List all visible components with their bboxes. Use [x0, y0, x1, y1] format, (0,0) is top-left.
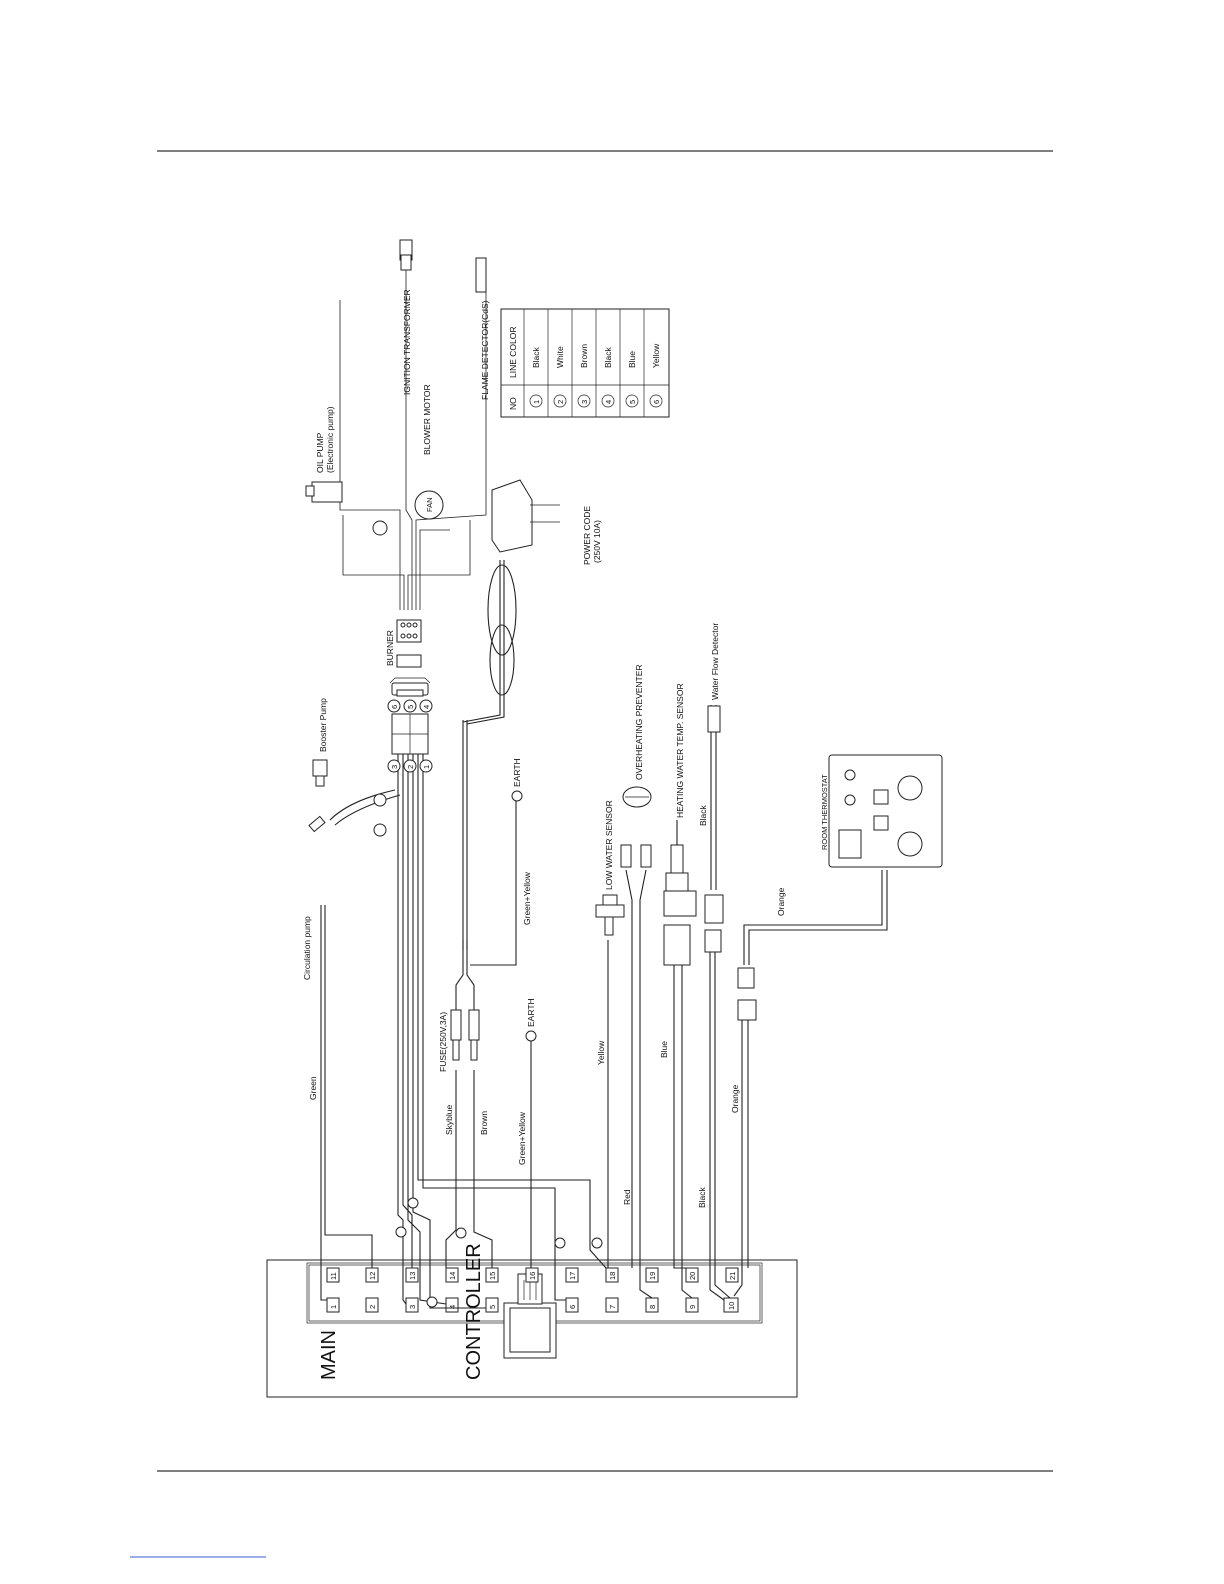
terminal-21: 21: [728, 1272, 737, 1280]
terminal-13: 13: [408, 1272, 417, 1280]
fan-label: FAN: [425, 497, 434, 512]
heating-water-temp-sensor: HEATING WATER TEMP. SENSOR: [663, 683, 697, 966]
wire-label-orange-2: Orange: [730, 1084, 740, 1113]
fuses: FUSE(250V,3A): [438, 1009, 480, 1072]
orange-connectors: [737, 967, 757, 1021]
main-controller-label-1: MAIN: [318, 1330, 340, 1380]
table-row-color: Black: [531, 346, 541, 368]
table-row-color: Black: [603, 346, 613, 368]
low-water-sensor-label: LOW WATER SENSOR: [604, 800, 614, 890]
table-row-no: 2: [556, 400, 565, 404]
terminal-14: 14: [448, 1272, 457, 1280]
low-water-sensor: LOW WATER SENSOR: [595, 800, 625, 936]
terminal-3: 3: [408, 1305, 417, 1309]
wire-label-black-2: Black: [697, 1186, 707, 1208]
overheating-preventer-label: OVERHEATING PREVENTER: [634, 664, 644, 780]
booster-pump-label: Booster Pump: [318, 698, 328, 752]
table-row-color: Blue: [627, 351, 637, 368]
oil-pump-label-1: OIL PUMP: [315, 432, 325, 473]
table-header-color: LINE COLOR: [508, 327, 518, 379]
fuse-label: FUSE(250V,3A): [438, 1012, 448, 1072]
table-row-no: 3: [580, 400, 589, 404]
ignition-transformer-label: IGNITION TRANSFORMER: [402, 289, 412, 395]
wire-label-blue: Blue: [659, 1041, 669, 1058]
main-controller-label-2: CONTROLLER: [463, 1243, 485, 1380]
booster-pump: Booster Pump: [308, 698, 328, 833]
connector-3: 3: [390, 765, 399, 769]
wire-label-black-1: Black: [698, 804, 708, 826]
connector-6: 6: [390, 705, 399, 709]
room-thermostat-label: ROOM THERMOSTAT: [820, 774, 829, 850]
wires: [320, 270, 888, 1309]
table-header-no: NO: [508, 397, 518, 410]
table-row-color: White: [555, 346, 565, 368]
terminal-row-b: 11 12 13 14 15 16 17 18 19 20 21: [326, 1267, 739, 1283]
water-flow-detector: Water Flow Detector: [704, 623, 724, 953]
main-controller: MAIN CONTROLLER: [266, 1243, 798, 1398]
terminal-4: 4: [448, 1305, 457, 1309]
booster-connector: 6 5 4 3 2 1: [387, 699, 433, 773]
table-row-no: 6: [652, 400, 661, 404]
terminal-18: 18: [608, 1272, 617, 1280]
burner-label: BURNER: [385, 630, 395, 666]
earth-1-label: EARTH: [512, 758, 522, 787]
circulation-pump-label: Circulation pump: [302, 916, 312, 980]
burner: BURNER: [385, 619, 431, 697]
earth-2-label: EARTH: [526, 998, 536, 1027]
terminal-row-a: 1 2 3 4 5 6 7 8 9 10: [326, 1297, 739, 1313]
table-row-no: 1: [532, 400, 541, 404]
table-row-no: 5: [628, 400, 637, 404]
terminal-17: 17: [568, 1272, 577, 1280]
terminal-5: 5: [488, 1305, 497, 1309]
terminal-15: 15: [488, 1272, 497, 1280]
oil-pump-label-2: (Electronic pump): [325, 406, 335, 473]
connector-4: 4: [422, 705, 431, 709]
wire-label-green: Green: [308, 1076, 318, 1100]
terminal-8: 8: [648, 1305, 657, 1309]
room-thermostat: ROOM THERMOSTAT: [820, 754, 943, 868]
terminal-16: 16: [528, 1272, 537, 1280]
wire-label-skyblue: Skyblue: [444, 1104, 454, 1135]
ignition-transformer: IGNITION TRANSFORMER: [399, 239, 413, 395]
terminal-9: 9: [688, 1305, 697, 1309]
wire-label-brown: Brown: [479, 1111, 489, 1135]
water-flow-detector-label: Water Flow Detector: [710, 623, 720, 700]
terminal-7: 7: [608, 1305, 617, 1309]
table-row-color: Brown: [579, 344, 589, 368]
flame-detector: FLAME DETECTOR(CdS): [475, 257, 490, 400]
power-code-label-1: POWER CODE: [582, 506, 592, 565]
wire-labels: Green Skyblue Brown Green+Yellow Green+Y…: [308, 804, 786, 1208]
flame-detector-label: FLAME DETECTOR(CdS): [480, 300, 490, 400]
earth-terminals: EARTH EARTH: [511, 758, 537, 1042]
wire-label-yellow: Yellow: [596, 1040, 606, 1065]
connector-5: 5: [406, 705, 415, 709]
terminal-10: 10: [727, 1302, 736, 1310]
wire-number-markers: [373, 793, 603, 1308]
line-color-table: NO LINE COLOR 1 Black 2 White 3 Brown 4 …: [500, 308, 670, 418]
table-row-color: Yellow: [651, 343, 661, 368]
table-row-no: 4: [604, 400, 613, 404]
connector-2: 2: [406, 765, 415, 769]
blower-motor-label: BLOWER MOTOR: [422, 384, 432, 455]
wire-label-green-yellow-2: Green+Yellow: [517, 1111, 527, 1165]
terminal-6: 6: [568, 1305, 577, 1309]
terminal-20: 20: [688, 1272, 697, 1280]
power-cord: POWER CODE (250V 10A): [487, 479, 602, 696]
terminal-11: 11: [329, 1272, 338, 1280]
terminal-12: 12: [368, 1272, 377, 1280]
power-code-label-2: (250V 10A): [592, 520, 602, 563]
connector-1: 1: [422, 765, 431, 769]
wire-label-green-yellow-1: Green+Yellow: [522, 871, 532, 925]
oil-pump: OIL PUMP (Electronic pump): [305, 406, 388, 536]
terminal-19: 19: [648, 1272, 657, 1280]
wire-label-red: Red: [622, 1189, 632, 1205]
blower-motor: FAN BLOWER MOTOR: [414, 384, 444, 520]
overheating-preventer: OVERHEATING PREVENTER: [620, 664, 652, 868]
wire-label-orange-1: Orange: [776, 887, 786, 916]
terminal-1: 1: [329, 1305, 338, 1309]
heating-water-temp-sensor-label: HEATING WATER TEMP. SENSOR: [675, 683, 685, 818]
terminal-2: 2: [368, 1305, 377, 1309]
